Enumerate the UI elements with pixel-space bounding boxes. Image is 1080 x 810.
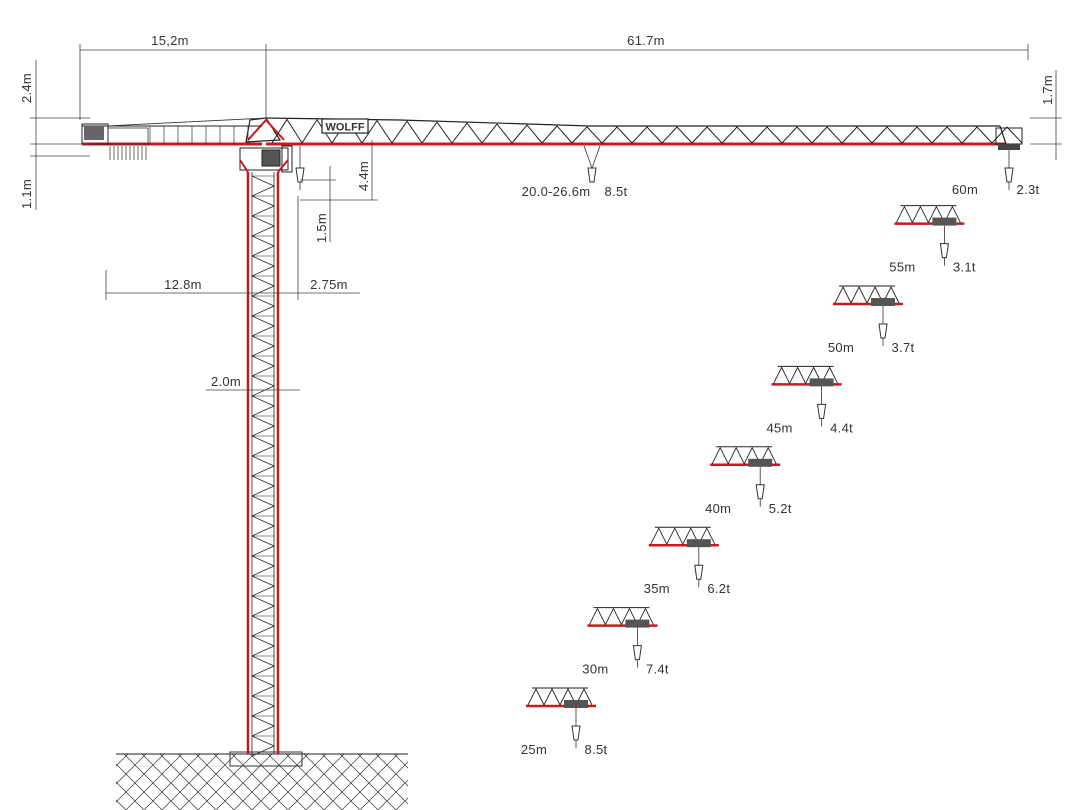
section-trolley (686, 539, 711, 548)
load-section-30m: 30m 7.4t (582, 607, 669, 677)
dim-counter-jib: 15,2m (151, 33, 189, 48)
load-value-label: 8.5t (585, 742, 608, 757)
section-lacing (834, 285, 900, 304)
section-trolley (625, 619, 650, 628)
load-value-label: 2.3t (1017, 182, 1040, 197)
load-value-label: 6.2t (707, 581, 730, 596)
ground (116, 751, 408, 810)
section-trolley (809, 378, 834, 387)
dim-tip-height: 1.7m (1040, 75, 1055, 105)
load-section-35m: 35m 6.2t (644, 526, 730, 596)
load-value-label: 7.4t (646, 662, 669, 677)
load-section-40m: 40m 5.2t (705, 446, 792, 516)
load-radius-label: 35m (644, 581, 670, 596)
load-radius-label: 60m (952, 182, 978, 197)
dim-jib-length: 61.7m (627, 33, 665, 48)
section-trolley (871, 298, 895, 306)
dim-cab-drop: 1.5m (314, 213, 329, 243)
load-section-45m: 45m 4.4t (766, 365, 853, 435)
section-hook (755, 484, 765, 500)
section-hook (878, 323, 888, 339)
dimension-lines (30, 44, 1062, 391)
hook-max-load (583, 145, 601, 183)
load-value-label: 4.4t (830, 420, 853, 435)
counter-jib (81, 117, 267, 160)
section-trolley (932, 217, 957, 226)
dim-max-load-radius: 20.0-26.6m (522, 184, 591, 199)
load-value-label: 3.1t (953, 260, 976, 275)
section-lacing (588, 607, 654, 625)
load-chart: 25m 8.5t 30m 7.4t 35m 6.2t 40m 5.2t 45m 4.4t 50m 3.… (521, 182, 1040, 757)
dim-ballast-reach: 12.8m (164, 277, 202, 292)
jib: WOLFF (265, 117, 1023, 146)
hook-tip (998, 144, 1020, 190)
section-hook (694, 564, 704, 580)
load-value-label: 3.7t (892, 340, 915, 355)
dim-cab-height: 4.4m (356, 161, 371, 191)
brand-label: WOLFF (325, 122, 364, 134)
section-lacing (773, 366, 839, 384)
dim-top-height: 2.4m (19, 73, 34, 103)
section-trolley (748, 458, 773, 467)
section-hook (817, 403, 827, 419)
wolff-logo: WOLFF (321, 118, 369, 134)
load-radius-label: 30m (582, 662, 608, 677)
section-hook (939, 243, 949, 259)
load-section-50m: 50m 3.7t (828, 285, 915, 355)
load-radius-label: 45m (766, 420, 792, 435)
dim-cab-offset: 2.75m (310, 277, 348, 292)
dim-mast-width: 2.0m (211, 374, 241, 389)
load-value-label: 5.2t (769, 501, 792, 516)
dim-base-offset: 1.1m (19, 179, 34, 209)
section-hook (632, 645, 642, 661)
tower-mast (246, 172, 280, 757)
load-radius-label: 40m (705, 501, 731, 516)
hook-cab (295, 146, 305, 190)
section-hook (571, 725, 581, 741)
section-lacing (895, 205, 961, 223)
load-section-60m: 60m 2.3t (952, 182, 1040, 197)
load-radius-label: 55m (889, 260, 915, 275)
load-radius-label: 50m (828, 340, 854, 355)
load-section-25m: 25m 8.5t (521, 687, 608, 757)
section-lacing (527, 687, 593, 706)
load-section-55m: 55m 3.1t (889, 205, 976, 275)
section-trolley (564, 700, 588, 708)
load-radius-label: 25m (521, 742, 547, 757)
section-lacing (650, 527, 716, 545)
dim-max-load: 8.5t (605, 184, 628, 199)
section-lacing (711, 446, 777, 465)
